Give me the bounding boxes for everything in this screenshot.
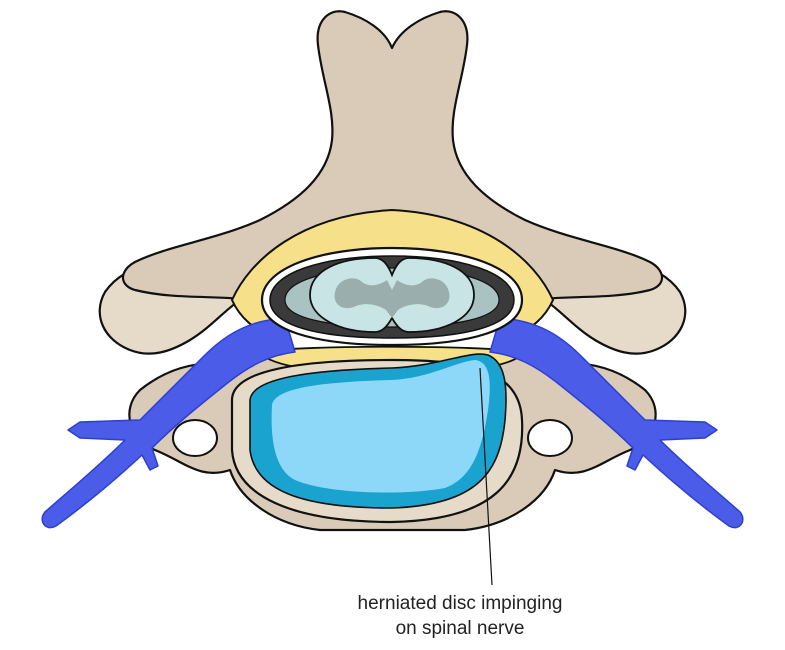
annotation-label-line2: on spinal nerve (396, 618, 525, 639)
left-transverse-foramen (172, 419, 218, 457)
annotation-leader-line (479, 367, 493, 586)
annotation-label-line1: herniated disc impinging (358, 593, 563, 614)
gray-matter (334, 278, 450, 318)
right-transverse-foramen (527, 419, 573, 457)
left-spinal-nerve (41, 317, 296, 529)
right-spinal-nerve (489, 317, 744, 529)
herniated-nucleus (271, 360, 490, 493)
